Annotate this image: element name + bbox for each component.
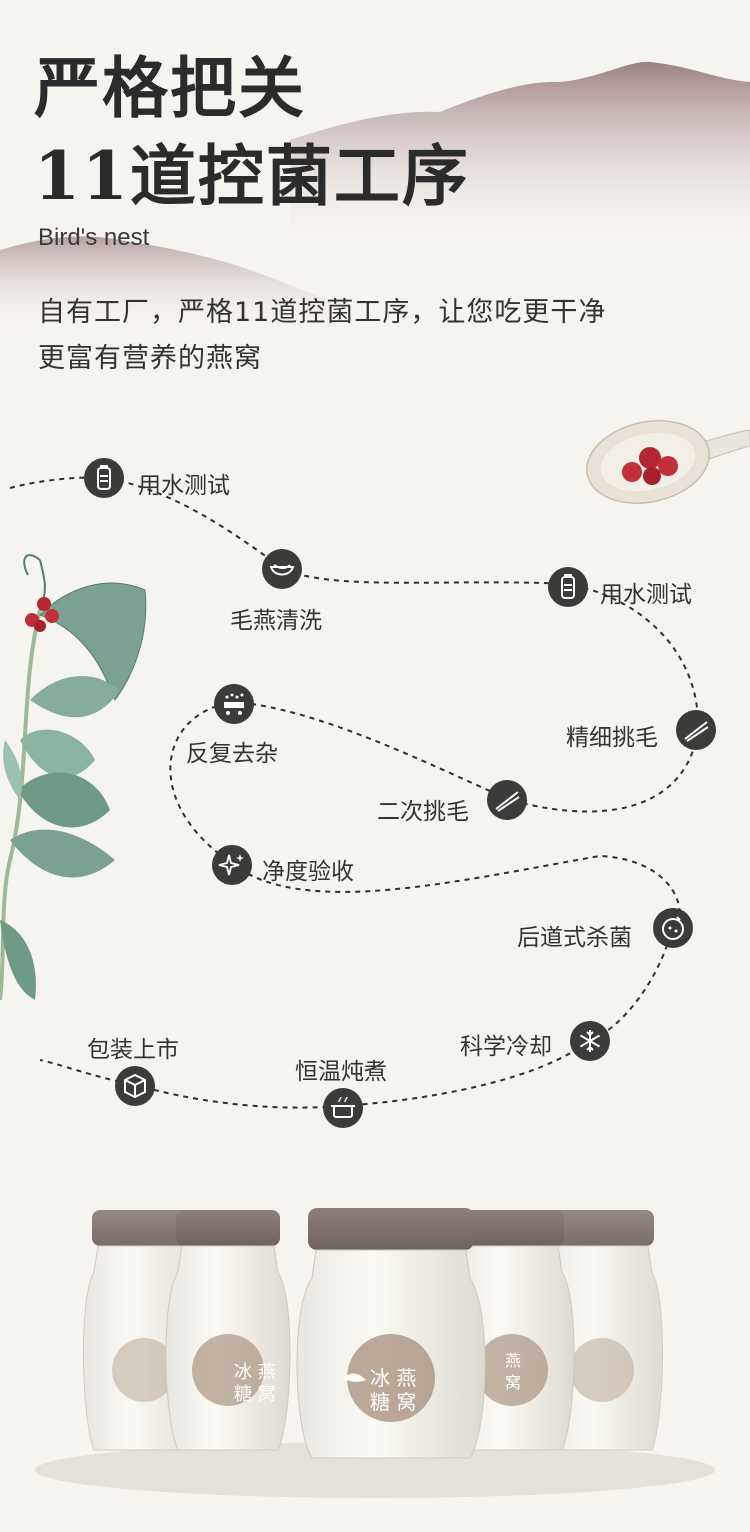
pot-icon — [323, 1088, 363, 1128]
step-label: 净度验收 — [262, 859, 354, 885]
box-icon — [115, 1066, 155, 1106]
tweezers-icon — [676, 710, 716, 750]
spray-icon — [214, 684, 254, 724]
jar-label-left-line2: 糖 窝 — [234, 1384, 276, 1405]
jar-front — [296, 1208, 486, 1459]
step-label: 恒温炖煮 — [295, 1059, 387, 1085]
tweezers-icon — [487, 780, 527, 820]
water-bottle-icon — [548, 567, 588, 607]
process-path — [9, 476, 700, 1109]
product-jars: 燕 窝 — [83, 1208, 663, 1459]
svg-text:燕: 燕 — [505, 1351, 521, 1370]
bowl-icon — [262, 549, 302, 589]
step-label: 毛燕清洗 — [230, 608, 322, 634]
plant-branch — [0, 554, 147, 1001]
step-label: 用水测试 — [600, 582, 692, 608]
step-label: 科学冷却 — [460, 1034, 552, 1060]
description-line2: 更富有营养的燕窝 — [38, 343, 262, 374]
jar-label-line1: 冰 燕 — [370, 1366, 417, 1390]
jar-label-line2: 糖 窝 — [370, 1390, 417, 1414]
description-line1: 自有工厂，严格11道控菌工序，让您吃更干净 — [38, 297, 607, 328]
snowflake-icon — [570, 1021, 610, 1061]
jar-label-left-line1: 冰 燕 — [234, 1362, 276, 1383]
sterilize-icon — [653, 908, 693, 948]
mountain-back — [290, 61, 750, 250]
svg-text:窝: 窝 — [505, 1373, 521, 1392]
spoon-with-berries — [586, 420, 750, 504]
jar-label: 冰 燕 糖 窝 — [370, 1366, 416, 1414]
water-bottle-icon — [84, 458, 124, 498]
page-title: 严格把关 — [34, 49, 306, 127]
step-label: 后道式杀菌 — [517, 925, 632, 951]
step-label: 包装上市 — [87, 1037, 179, 1063]
sparkle-icon — [212, 845, 252, 885]
jar-mid-left — [165, 1210, 291, 1451]
page-title-line2: 11道控菌工序 — [34, 137, 470, 215]
jar-label-left: 冰 燕 糖 窝 — [234, 1362, 276, 1406]
step-label: 用水测试 — [138, 473, 230, 499]
step-label: 反复去杂 — [186, 741, 278, 767]
mountain-front — [0, 236, 330, 330]
subtitle-english: Bird's nest — [38, 224, 150, 251]
step-label: 精细挑毛 — [566, 725, 658, 751]
step-label: 二次挑毛 — [377, 799, 469, 825]
